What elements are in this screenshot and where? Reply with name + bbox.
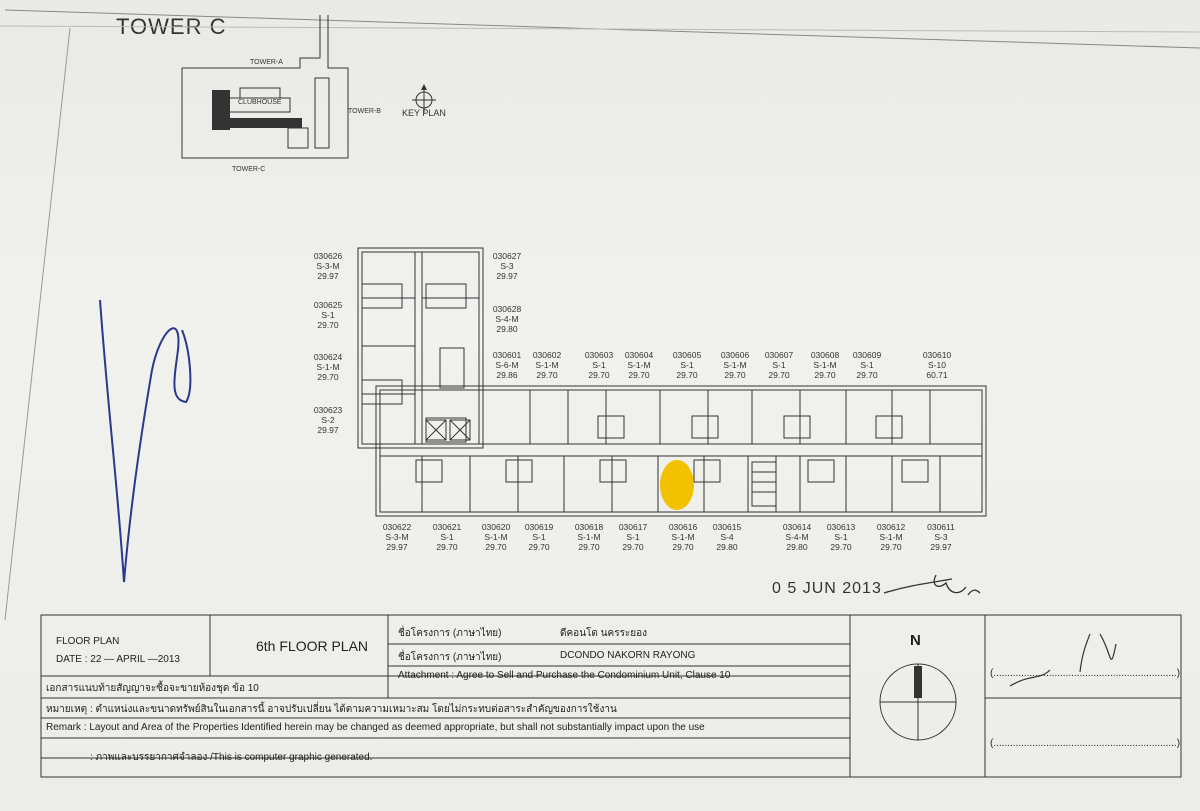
handwritten-mark xyxy=(99,299,192,583)
key-plan-diagram xyxy=(181,15,436,159)
floor-plan-label: FLOOR PLAN xyxy=(56,636,120,647)
signature-line-2: (.......................................… xyxy=(990,738,1181,749)
attachment-en: Attachment : Agree to Sell and Purchase … xyxy=(398,670,731,681)
key-plan-tower-a-label: TOWER-A xyxy=(250,59,283,66)
signature-line-1: (.......................................… xyxy=(990,668,1181,679)
key-plan-tower-c-label: TOWER-C xyxy=(232,166,266,173)
key-plan-clubhouse-label: CLUBHOUSE xyxy=(238,99,282,106)
project-en-value: DCONDO NAKORN RAYONG xyxy=(560,650,696,661)
key-plan-tower-b-label: TOWER-B xyxy=(348,108,381,115)
project-en-label: ชื่อโครงการ (ภาษาไทย) xyxy=(398,652,502,663)
project-th-label: ชื่อโครงการ (ภาษาไทย) xyxy=(398,628,502,639)
remark-th: หมายเหตุ : ตำแหน่งและขนาดทรัพย์สินในเอกส… xyxy=(46,704,617,715)
title-block-frame xyxy=(40,614,1182,778)
highlighted-unit-marker xyxy=(660,460,694,510)
floor-plan-drawing xyxy=(357,247,987,517)
project-th-value: ดีคอนโด นครระยอง xyxy=(560,628,648,639)
date-stamp: 0 5 JUN 2013 xyxy=(772,580,882,597)
remark-en: Remark : Layout and Area of the Properti… xyxy=(46,722,705,733)
plan-title: 6th FLOOR PLAN xyxy=(256,638,369,654)
key-plan-title: KEY PLAN xyxy=(402,108,446,118)
attachment-th: เอกสารแนบท้ายสัญญาจะซื้อจะขายห้องชุด ข้อ… xyxy=(46,683,259,694)
date-line: DATE : 22 — APRIL —2013 xyxy=(56,654,180,665)
north-label: N xyxy=(910,632,921,649)
graphic-note: : ภาพและบรรยากาศจำลอง /This is computer … xyxy=(90,752,373,763)
handwritten-signature xyxy=(883,574,981,596)
